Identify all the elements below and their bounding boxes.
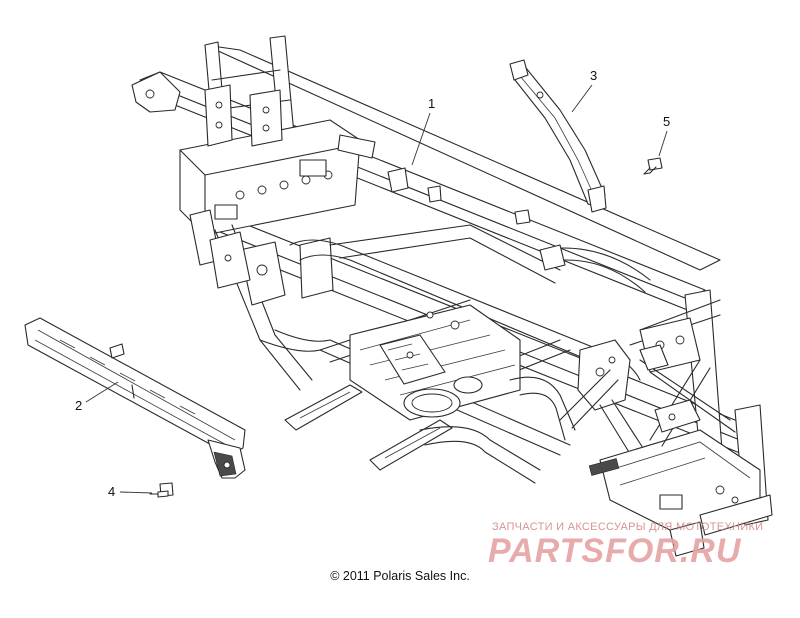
side-guard-part-2 bbox=[24, 317, 246, 479]
bolt-part-5 bbox=[643, 157, 663, 175]
callout-2: 2 bbox=[75, 381, 119, 413]
watermark-tagline: ЗАПЧАСТИ И АКСЕССУАРЫ ДЛЯ МОТОТЕХНИКИ bbox=[492, 521, 763, 533]
watermark: ЗАПЧАСТИ И АКСЕССУАРЫ ДЛЯ МОТОТЕХНИКИ PA… bbox=[488, 521, 763, 570]
curved-brace-part-3 bbox=[509, 59, 607, 213]
main-frame bbox=[131, 35, 773, 557]
callout-label-3: 3 bbox=[590, 68, 597, 83]
copyright-notice: © 2011 Polaris Sales Inc. bbox=[330, 569, 470, 583]
callout-5: 5 bbox=[658, 114, 670, 157]
callout-label-1: 1 bbox=[428, 96, 435, 111]
callout-4: 4 bbox=[108, 484, 153, 499]
callout-label-2: 2 bbox=[75, 398, 82, 413]
bolt-part-4 bbox=[149, 482, 174, 498]
callout-1: 1 bbox=[411, 96, 435, 166]
callout-label-5: 5 bbox=[663, 114, 670, 129]
watermark-brand: PARTSFOR.RU bbox=[488, 532, 742, 570]
callout-3: 3 bbox=[571, 68, 597, 113]
callout-label-4: 4 bbox=[108, 484, 115, 499]
